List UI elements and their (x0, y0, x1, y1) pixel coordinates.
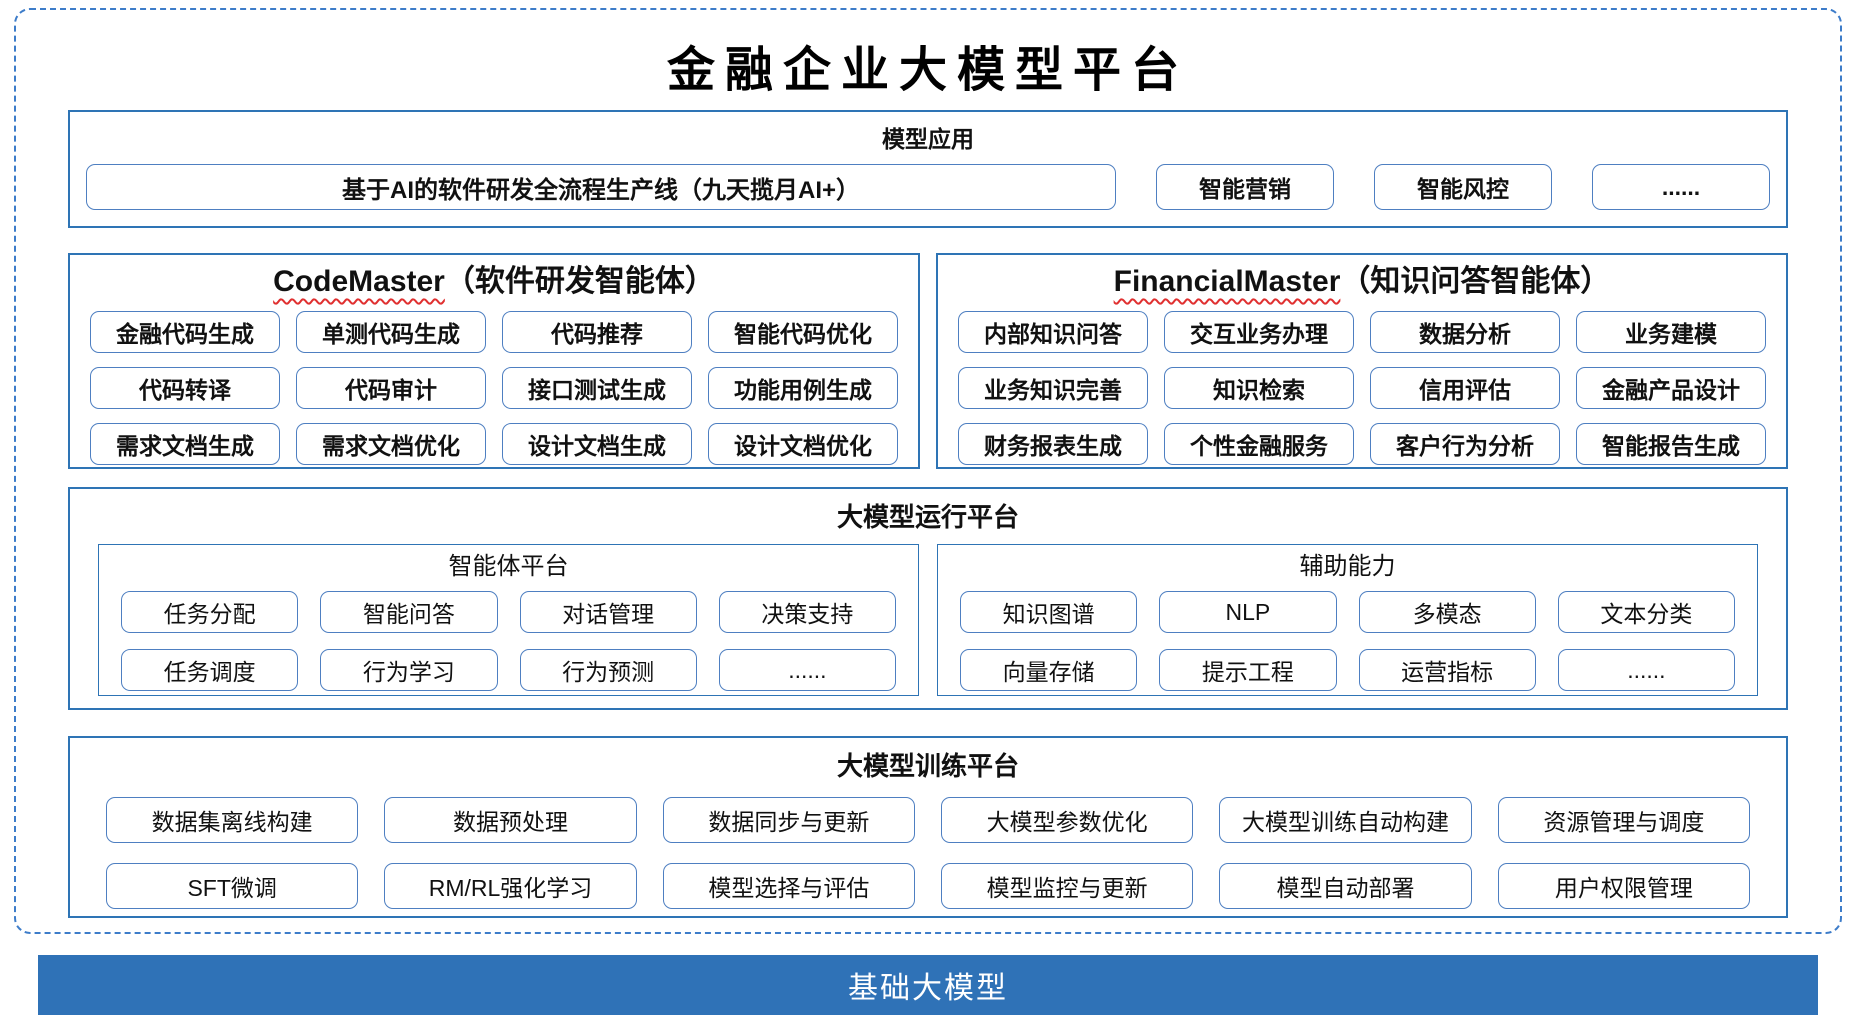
app-capability-box: ...... (1592, 164, 1770, 210)
training-grid: 数据集离线构建数据预处理数据同步与更新大模型参数优化大模型训练自动构建资源管理与… (106, 797, 1750, 909)
code-master-capability-box: 设计文档优化 (708, 423, 898, 465)
training-capability-box: RM/RL强化学习 (384, 863, 637, 909)
code-master-capability-box: 代码推荐 (502, 311, 692, 353)
aux-capability-title: 辅助能力 (1299, 553, 1396, 580)
aux-capability-grid: 知识图谱 NLP 多模态文本分类向量存储提示工程运营指标...... (960, 591, 1735, 691)
training-capability-box: SFT微调 (106, 863, 359, 909)
app-capability-box: 智能风控 (1374, 164, 1552, 210)
app-main-pipeline-box: 基于AI的软件研发全流程生产线（九天揽月AI+） (86, 164, 1116, 210)
financial-master-capability-box: 信用评估 (1370, 367, 1560, 409)
app-capability-box: 智能营销 (1156, 164, 1334, 210)
agent-platform-capability-box: 智能问答 (320, 591, 498, 633)
code-master-capability-box: 单测代码生成 (296, 311, 486, 353)
training-capability-box: 资源管理与调度 (1497, 797, 1750, 843)
agent-platform-capability-box: 对话管理 (519, 591, 697, 633)
code-master-capability-box: 功能用例生成 (708, 367, 898, 409)
financial-master-capability-box: 客户行为分析 (1370, 423, 1560, 465)
code-master-capability-box: 需求文档优化 (296, 423, 486, 465)
training-capability-box: 大模型参数优化 (940, 797, 1194, 843)
code-master-panel: CodeMaster（软件研发智能体） 金融代码生成单测代码生成代码推荐智能代码… (68, 253, 920, 469)
code-master-capability-box: 智能代码优化 (708, 311, 898, 353)
agent-platform-capability-box: 行为预测 (519, 649, 697, 691)
code-master-title: CodeMaster（软件研发智能体） (70, 265, 918, 299)
aux-capability-box: 运营指标 (1358, 649, 1536, 691)
section-model-app: 模型应用 基于AI的软件研发全流程生产线（九天揽月AI+） 智能营销智能风控..… (68, 110, 1788, 228)
code-master-capability-box: 金融代码生成 (90, 311, 280, 353)
training-capability-box: 模型监控与更新 (940, 863, 1194, 909)
training-capability-box: 大模型训练自动构建 (1219, 797, 1472, 843)
agent-platform-capability-box: 任务分配 (121, 591, 299, 633)
financial-master-capability-box: 金融产品设计 (1576, 367, 1766, 409)
code-master-title-en: CodeMaster (273, 265, 445, 298)
runtime-row: 智能体平台 任务分配智能问答对话管理决策支持任务调度行为学习行为预测......… (98, 544, 1758, 696)
financial-master-capability-box: 交互业务办理 (1164, 311, 1354, 353)
base-model-label: 基础大模型 (848, 972, 1008, 1005)
training-capability-box: 模型选择与评估 (662, 863, 915, 909)
section-runtime-platform: 大模型运行平台 智能体平台 任务分配智能问答对话管理决策支持任务调度行为学习行为… (68, 487, 1788, 710)
code-master-capability-box: 需求文档生成 (90, 423, 280, 465)
code-master-capability-box: 代码审计 (296, 367, 486, 409)
code-master-grid: 金融代码生成单测代码生成代码推荐智能代码优化代码转译代码审计接口测试生成功能用例… (90, 311, 898, 465)
code-master-capability-box: 代码转译 (90, 367, 280, 409)
training-platform-header: 大模型训练平台 (836, 751, 1019, 781)
aux-capability-box: 向量存储 (960, 649, 1138, 691)
financial-master-capability-box: 个性金融服务 (1164, 423, 1354, 465)
agent-platform-grid: 任务分配智能问答对话管理决策支持任务调度行为学习行为预测...... (121, 591, 896, 691)
financial-master-title-zh: （知识问答智能体） (1340, 265, 1611, 298)
financial-master-title-en: FinancialMaster (1113, 265, 1341, 298)
agent-platform-capability-box: 任务调度 (121, 649, 299, 691)
financial-master-capability-box: 业务建模 (1576, 311, 1766, 353)
platform-outer-frame: 金融企业大模型平台 模型应用 基于AI的软件研发全流程生产线（九天揽月AI+） … (14, 8, 1842, 934)
training-capability-box: 数据集离线构建 (106, 797, 359, 843)
financial-master-grid: 内部知识问答交互业务办理数据分析业务建模业务知识完善知识检索信用评估金融产品设计… (958, 311, 1766, 465)
training-capability-box: 数据预处理 (384, 797, 637, 843)
financial-master-panel: FinancialMaster（知识问答智能体） 内部知识问答交互业务办理数据分… (936, 253, 1788, 469)
aux-capability-box: NLP (1159, 591, 1337, 633)
financial-master-title: FinancialMaster（知识问答智能体） (938, 265, 1786, 299)
training-capability-box: 数据同步与更新 (662, 797, 915, 843)
financial-master-capability-box: 财务报表生成 (958, 423, 1148, 465)
agents-row: CodeMaster（软件研发智能体） 金融代码生成单测代码生成代码推荐智能代码… (68, 253, 1788, 469)
financial-master-capability-box: 内部知识问答 (958, 311, 1148, 353)
runtime-platform-header: 大模型运行平台 (836, 502, 1019, 532)
code-master-title-zh: （软件研发智能体） (444, 265, 715, 298)
code-master-capability-box: 接口测试生成 (502, 367, 692, 409)
training-capability-box: 用户权限管理 (1497, 863, 1750, 909)
agent-platform-capability-box: 行为学习 (320, 649, 498, 691)
training-capability-box: 模型自动部署 (1219, 863, 1472, 909)
aux-capability-box: 多模态 (1358, 591, 1536, 633)
financial-master-capability-box: 知识检索 (1164, 367, 1354, 409)
financial-master-capability-box: 智能报告生成 (1576, 423, 1766, 465)
agent-platform-panel: 智能体平台 任务分配智能问答对话管理决策支持任务调度行为学习行为预测...... (98, 544, 919, 696)
financial-master-capability-box: 业务知识完善 (958, 367, 1148, 409)
agent-platform-title: 智能体平台 (448, 553, 569, 580)
aux-capability-box: ...... (1557, 649, 1735, 691)
agent-platform-capability-box: ...... (718, 649, 896, 691)
base-model-bar: 基础大模型 (38, 955, 1818, 1015)
agent-platform-capability-box: 决策支持 (718, 591, 896, 633)
aux-capability-box: 知识图谱 (960, 591, 1138, 633)
section-model-app-header: 模型应用 (882, 126, 974, 152)
page-title: 金融企业大模型平台 (666, 42, 1189, 98)
section-training-platform: 大模型训练平台 数据集离线构建数据预处理数据同步与更新大模型参数优化大模型训练自… (68, 736, 1788, 918)
code-master-capability-box: 设计文档生成 (502, 423, 692, 465)
aux-capability-panel: 辅助能力 知识图谱 NLP 多模态文本分类向量存储提示工程运营指标...... (937, 544, 1758, 696)
model-app-row: 基于AI的软件研发全流程生产线（九天揽月AI+） 智能营销智能风控...... (86, 164, 1770, 210)
financial-master-capability-box: 数据分析 (1370, 311, 1560, 353)
aux-capability-box: 文本分类 (1557, 591, 1735, 633)
aux-capability-box: 提示工程 (1159, 649, 1337, 691)
